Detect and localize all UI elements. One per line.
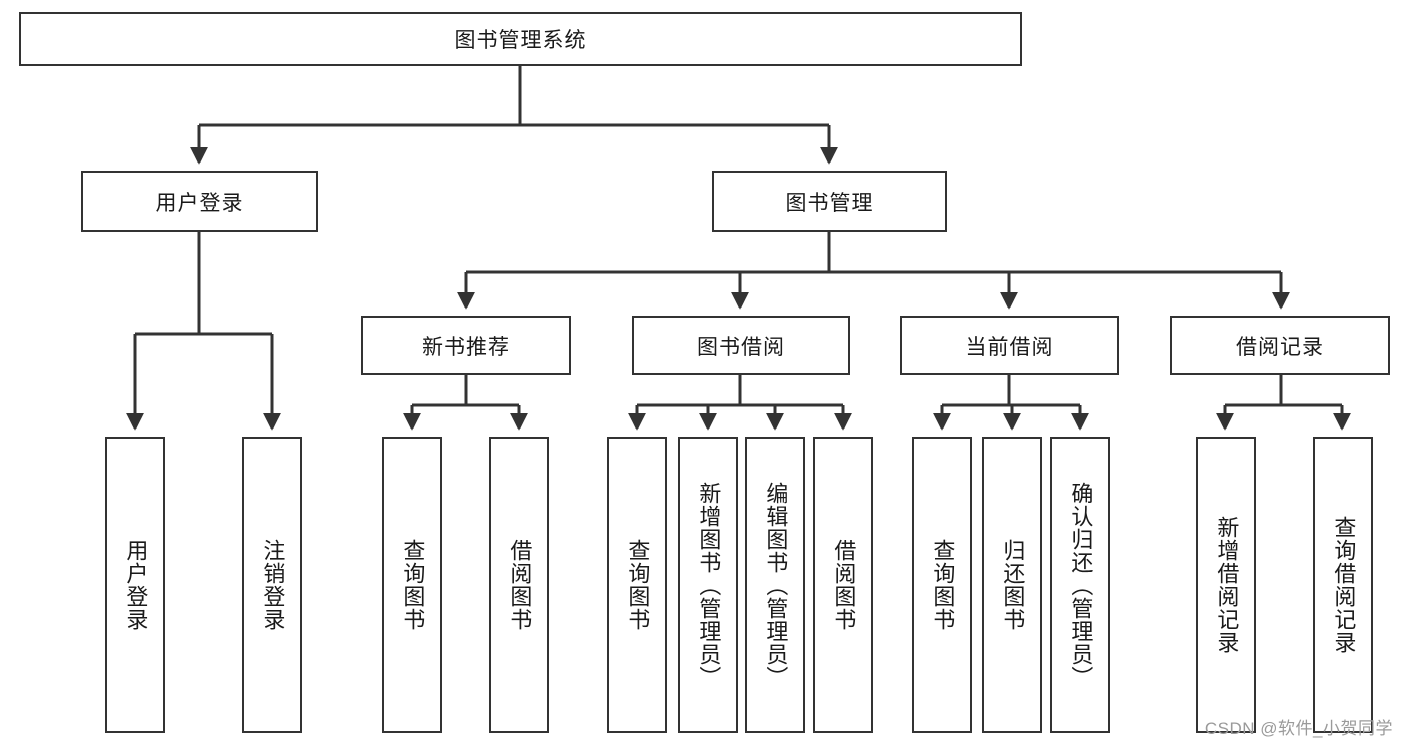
node-label: 借阅图书 bbox=[831, 539, 857, 631]
node-book-borrow[interactable]: 图书借阅 bbox=[632, 316, 850, 375]
csdn-watermark: CSDN @软件_小贺同学 bbox=[1204, 719, 1393, 738]
node-current-borrow[interactable]: 当前借阅 bbox=[900, 316, 1119, 375]
node-label: 图书借阅 bbox=[697, 335, 785, 359]
node-label: 归还图书 bbox=[1000, 539, 1026, 631]
leaf-new-book-borrow-book[interactable]: 借阅图书 bbox=[489, 437, 549, 733]
node-new-book-recommend[interactable]: 新书推荐 bbox=[361, 316, 571, 375]
node-label: 新书推荐 bbox=[422, 335, 510, 359]
leaf-current-borrow-query-book[interactable]: 查询图书 bbox=[912, 437, 972, 733]
leaf-borrow-record-add-record[interactable]: 新增借阅记录 bbox=[1196, 437, 1256, 733]
node-label: 借阅记录 bbox=[1236, 335, 1324, 359]
node-label: 查询图书 bbox=[625, 539, 651, 631]
node-label: 图书管理系统 bbox=[454, 29, 587, 52]
node-label: 注销登录 bbox=[260, 539, 286, 631]
node-label: 查询图书 bbox=[930, 539, 956, 631]
node-label: 借阅图书 bbox=[507, 539, 533, 631]
leaf-borrow-record-query-record[interactable]: 查询借阅记录 bbox=[1313, 437, 1373, 733]
node-label: 用户登录 bbox=[155, 191, 244, 215]
leaf-user-login-login[interactable]: 用户登录 bbox=[105, 437, 165, 733]
node-borrow-record[interactable]: 借阅记录 bbox=[1170, 316, 1390, 375]
node-label: 用户登录 bbox=[123, 539, 149, 631]
node-root-book-management-system[interactable]: 图书管理系统 bbox=[19, 12, 1022, 66]
node-label: 新增图书（管理员） bbox=[696, 481, 722, 689]
leaf-book-borrow-add-book-admin[interactable]: 新增图书（管理员） bbox=[678, 437, 738, 733]
node-label: 图书管理 bbox=[785, 191, 874, 215]
leaf-book-borrow-borrow-book[interactable]: 借阅图书 bbox=[813, 437, 873, 733]
node-book-management[interactable]: 图书管理 bbox=[712, 171, 947, 232]
leaf-current-borrow-confirm-return-admin[interactable]: 确认归还（管理员） bbox=[1050, 437, 1110, 733]
node-label: 确认归还（管理员） bbox=[1068, 481, 1094, 689]
leaf-book-borrow-query-book[interactable]: 查询图书 bbox=[607, 437, 667, 733]
node-label: 查询图书 bbox=[400, 539, 426, 631]
node-user-login[interactable]: 用户登录 bbox=[81, 171, 318, 232]
leaf-current-borrow-return-book[interactable]: 归还图书 bbox=[982, 437, 1042, 733]
node-label: 当前借阅 bbox=[965, 335, 1054, 359]
leaf-user-login-logout[interactable]: 注销登录 bbox=[242, 437, 302, 733]
node-label: 新增借阅记录 bbox=[1214, 516, 1240, 654]
node-label: 查询借阅记录 bbox=[1331, 516, 1357, 654]
leaf-book-borrow-edit-book-admin[interactable]: 编辑图书（管理员） bbox=[745, 437, 805, 733]
node-label: 编辑图书（管理员） bbox=[763, 481, 789, 689]
leaf-new-book-query-book[interactable]: 查询图书 bbox=[382, 437, 442, 733]
